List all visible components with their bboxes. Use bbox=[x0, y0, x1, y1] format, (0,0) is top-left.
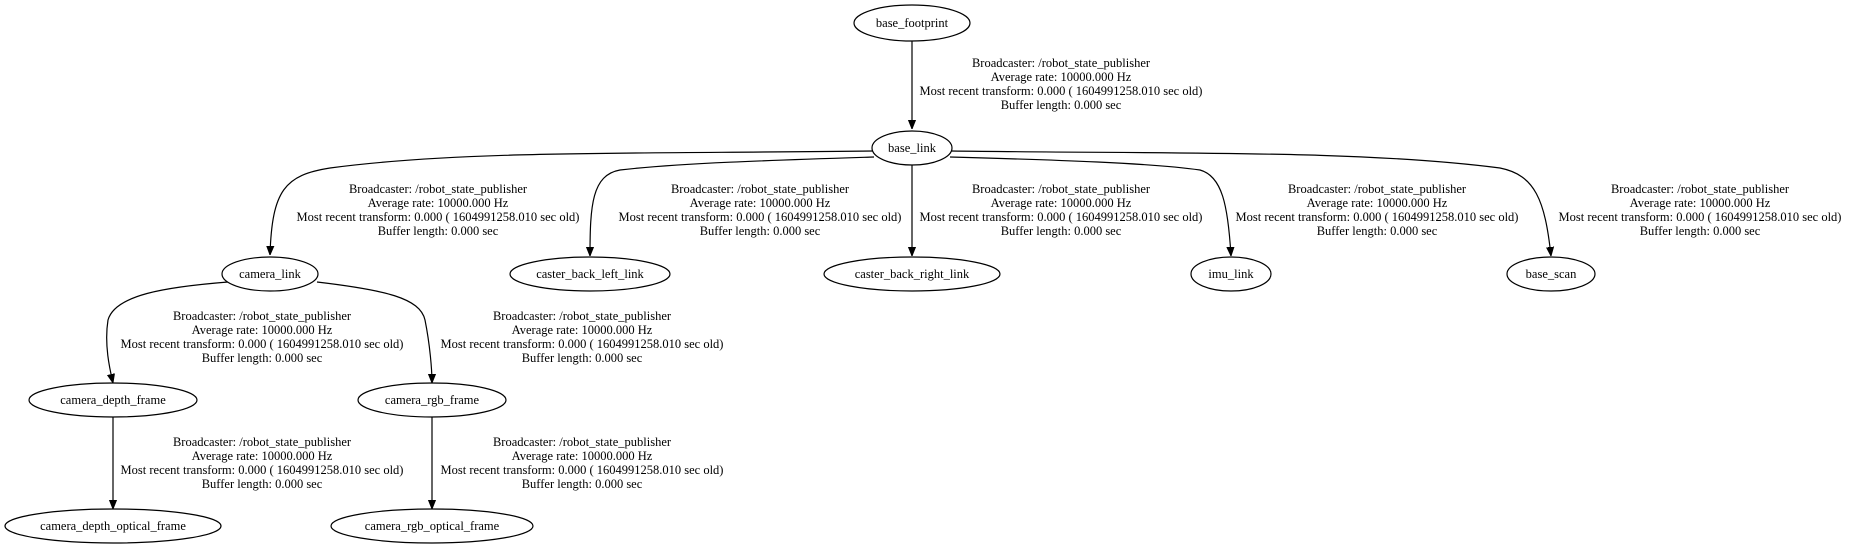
edge-label-buffer-length: Buffer length: 0.000 sec bbox=[202, 477, 323, 491]
edge-label-buffer-length: Buffer length: 0.000 sec bbox=[1001, 224, 1122, 238]
node-label: camera_depth_frame bbox=[60, 393, 166, 407]
edge-label-most-recent-transform: Most recent transform: 0.000 ( 160499125… bbox=[920, 210, 1203, 224]
edge-label-average-rate: Average rate: 10000.000 Hz bbox=[512, 323, 653, 337]
edge-label-buffer-length: Buffer length: 0.000 sec bbox=[700, 224, 821, 238]
edge-label-broadcaster: Broadcaster: /robot_state_publisher bbox=[493, 435, 672, 449]
edge-label-average-rate: Average rate: 10000.000 Hz bbox=[690, 196, 831, 210]
node-label: base_scan bbox=[1526, 267, 1577, 281]
edge-label-broadcaster: Broadcaster: /robot_state_publisher bbox=[349, 182, 528, 196]
node-camera_depth_optical_frame: camera_depth_optical_frame bbox=[4, 508, 222, 544]
edge-label-broadcaster: Broadcaster: /robot_state_publisher bbox=[1611, 182, 1790, 196]
node-camera_rgb_frame: camera_rgb_frame bbox=[357, 382, 507, 418]
edge-label-most-recent-transform: Most recent transform: 0.000 ( 160499125… bbox=[920, 84, 1203, 98]
edge-label-most-recent-transform: Most recent transform: 0.000 ( 160499125… bbox=[121, 463, 404, 477]
edge-label-broadcaster: Broadcaster: /robot_state_publisher bbox=[1288, 182, 1467, 196]
edge-label-most-recent-transform: Most recent transform: 0.000 ( 160499125… bbox=[297, 210, 580, 224]
node-label: camera_rgb_frame bbox=[385, 393, 480, 407]
edge-base_link-to-camera_link bbox=[270, 150, 874, 255]
node-camera_rgb_optical_frame: camera_rgb_optical_frame bbox=[330, 508, 534, 544]
node-camera_depth_frame: camera_depth_frame bbox=[28, 382, 198, 418]
edge-label-base_link-to-caster_back_right_link: Broadcaster: /robot_state_publisher Aver… bbox=[920, 182, 1203, 238]
edge-label-average-rate: Average rate: 10000.000 Hz bbox=[512, 449, 653, 463]
edge-label-buffer-length: Buffer length: 0.000 sec bbox=[522, 351, 643, 365]
node-label: caster_back_right_link bbox=[855, 267, 970, 281]
node-label: base_footprint bbox=[876, 16, 949, 30]
edge-label-average-rate: Average rate: 10000.000 Hz bbox=[192, 323, 333, 337]
edge-label-average-rate: Average rate: 10000.000 Hz bbox=[991, 196, 1132, 210]
edge-label-camera_link-to-camera_depth_frame: Broadcaster: /robot_state_publisher Aver… bbox=[121, 309, 404, 365]
edge-label-base_link-to-imu_link: Broadcaster: /robot_state_publisher Aver… bbox=[1236, 182, 1519, 238]
node-base_scan: base_scan bbox=[1506, 256, 1596, 292]
edge-label-base_link-to-camera_link: Broadcaster: /robot_state_publisher Aver… bbox=[297, 182, 580, 238]
edge-base_link-to-caster_back_left_link bbox=[590, 156, 875, 256]
edge-label-buffer-length: Buffer length: 0.000 sec bbox=[522, 477, 643, 491]
edge-label-buffer-length: Buffer length: 0.000 sec bbox=[1001, 98, 1122, 112]
node-imu_link: imu_link bbox=[1190, 256, 1272, 292]
edge-label-broadcaster: Broadcaster: /robot_state_publisher bbox=[173, 309, 352, 323]
node-base_footprint: base_footprint bbox=[853, 4, 971, 42]
edge-label-broadcaster: Broadcaster: /robot_state_publisher bbox=[671, 182, 850, 196]
edge-label-most-recent-transform: Most recent transform: 0.000 ( 160499125… bbox=[1559, 210, 1842, 224]
edge-base_link-to-imu_link bbox=[949, 156, 1231, 256]
node-camera_link: camera_link bbox=[221, 256, 319, 292]
node-caster_back_left_link: caster_back_left_link bbox=[509, 256, 671, 292]
edge-label-most-recent-transform: Most recent transform: 0.000 ( 160499125… bbox=[441, 337, 724, 351]
edge-label-broadcaster: Broadcaster: /robot_state_publisher bbox=[972, 56, 1151, 70]
node-label: camera_rgb_optical_frame bbox=[365, 519, 500, 533]
edge-base_link-to-base_scan bbox=[950, 150, 1551, 256]
edge-label-buffer-length: Buffer length: 0.000 sec bbox=[202, 351, 323, 365]
edge-camera_link-to-camera_rgb_frame bbox=[316, 281, 432, 383]
edge-label-base_link-to-base_scan: Broadcaster: /robot_state_publisher Aver… bbox=[1559, 182, 1842, 238]
edge-label-average-rate: Average rate: 10000.000 Hz bbox=[1630, 196, 1771, 210]
node-label: caster_back_left_link bbox=[536, 267, 644, 281]
edge-label-buffer-length: Buffer length: 0.000 sec bbox=[1317, 224, 1438, 238]
edge-label-broadcaster: Broadcaster: /robot_state_publisher bbox=[493, 309, 672, 323]
node-label: base_link bbox=[888, 141, 937, 155]
node-base_link: base_link bbox=[871, 130, 953, 166]
edge-label-base_footprint-to-base_link: Broadcaster: /robot_state_publisher Aver… bbox=[920, 56, 1203, 112]
edge-label-camera_depth_frame-to-camera_depth_optical_frame: Broadcaster: /robot_state_publisher Aver… bbox=[121, 435, 404, 491]
node-label: camera_depth_optical_frame bbox=[40, 519, 186, 533]
edge-label-average-rate: Average rate: 10000.000 Hz bbox=[1307, 196, 1448, 210]
edge-label-average-rate: Average rate: 10000.000 Hz bbox=[368, 196, 509, 210]
edge-label-camera_link-to-camera_rgb_frame: Broadcaster: /robot_state_publisher Aver… bbox=[441, 309, 724, 365]
edge-label-most-recent-transform: Most recent transform: 0.000 ( 160499125… bbox=[1236, 210, 1519, 224]
edge-label-camera_rgb_frame-to-camera_rgb_optical_frame: Broadcaster: /robot_state_publisher Aver… bbox=[441, 435, 724, 491]
edge-label-most-recent-transform: Most recent transform: 0.000 ( 160499125… bbox=[121, 337, 404, 351]
node-label: camera_link bbox=[239, 267, 302, 281]
edge-label-buffer-length: Buffer length: 0.000 sec bbox=[378, 224, 499, 238]
edge-label-average-rate: Average rate: 10000.000 Hz bbox=[192, 449, 333, 463]
edge-label-buffer-length: Buffer length: 0.000 sec bbox=[1640, 224, 1761, 238]
edge-label-broadcaster: Broadcaster: /robot_state_publisher bbox=[972, 182, 1151, 196]
edge-camera_link-to-camera_depth_frame bbox=[106, 281, 229, 383]
edge-label-base_link-to-caster_back_left_link: Broadcaster: /robot_state_publisher Aver… bbox=[619, 182, 902, 238]
edge-label-average-rate: Average rate: 10000.000 Hz bbox=[991, 70, 1132, 84]
edge-label-most-recent-transform: Most recent transform: 0.000 ( 160499125… bbox=[619, 210, 902, 224]
edge-label-most-recent-transform: Most recent transform: 0.000 ( 160499125… bbox=[441, 463, 724, 477]
edge-label-broadcaster: Broadcaster: /robot_state_publisher bbox=[173, 435, 352, 449]
node-label: imu_link bbox=[1208, 267, 1254, 281]
node-caster_back_right_link: caster_back_right_link bbox=[823, 256, 1001, 292]
